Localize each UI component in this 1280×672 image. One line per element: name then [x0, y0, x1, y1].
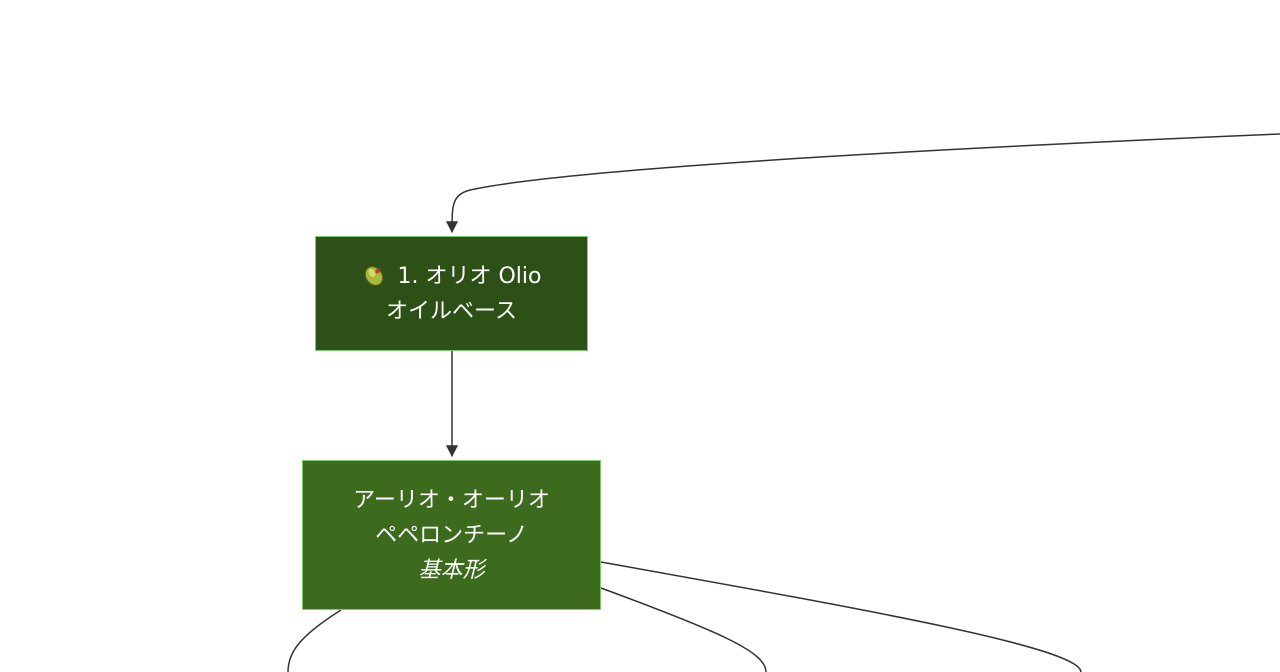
- node-aglio-line-3: 基本形: [418, 557, 485, 583]
- node-olio[interactable]: 1. オリオ Olio オイルベース: [315, 236, 588, 351]
- node-aglio-line-2: ペペロンチーノ: [375, 522, 528, 548]
- olive-icon: [364, 265, 383, 286]
- edge-aglio-to-right: [600, 561, 1082, 672]
- node-aglio-olio[interactable]: アーリオ・オーリオ ペペロンチーノ 基本形: [302, 460, 601, 610]
- node-olio-title-line: 1. オリオ Olio: [362, 259, 542, 294]
- edge-aglio-to-left: [287, 609, 342, 672]
- node-olio-title: 1. オリオ Olio: [397, 263, 542, 289]
- node-olio-subtitle: オイルベース: [386, 298, 517, 324]
- edge-aglio-to-center: [600, 587, 767, 672]
- edge-incoming-to-olio: [446, 133, 1280, 234]
- node-aglio-line-1: アーリオ・オーリオ: [353, 487, 550, 513]
